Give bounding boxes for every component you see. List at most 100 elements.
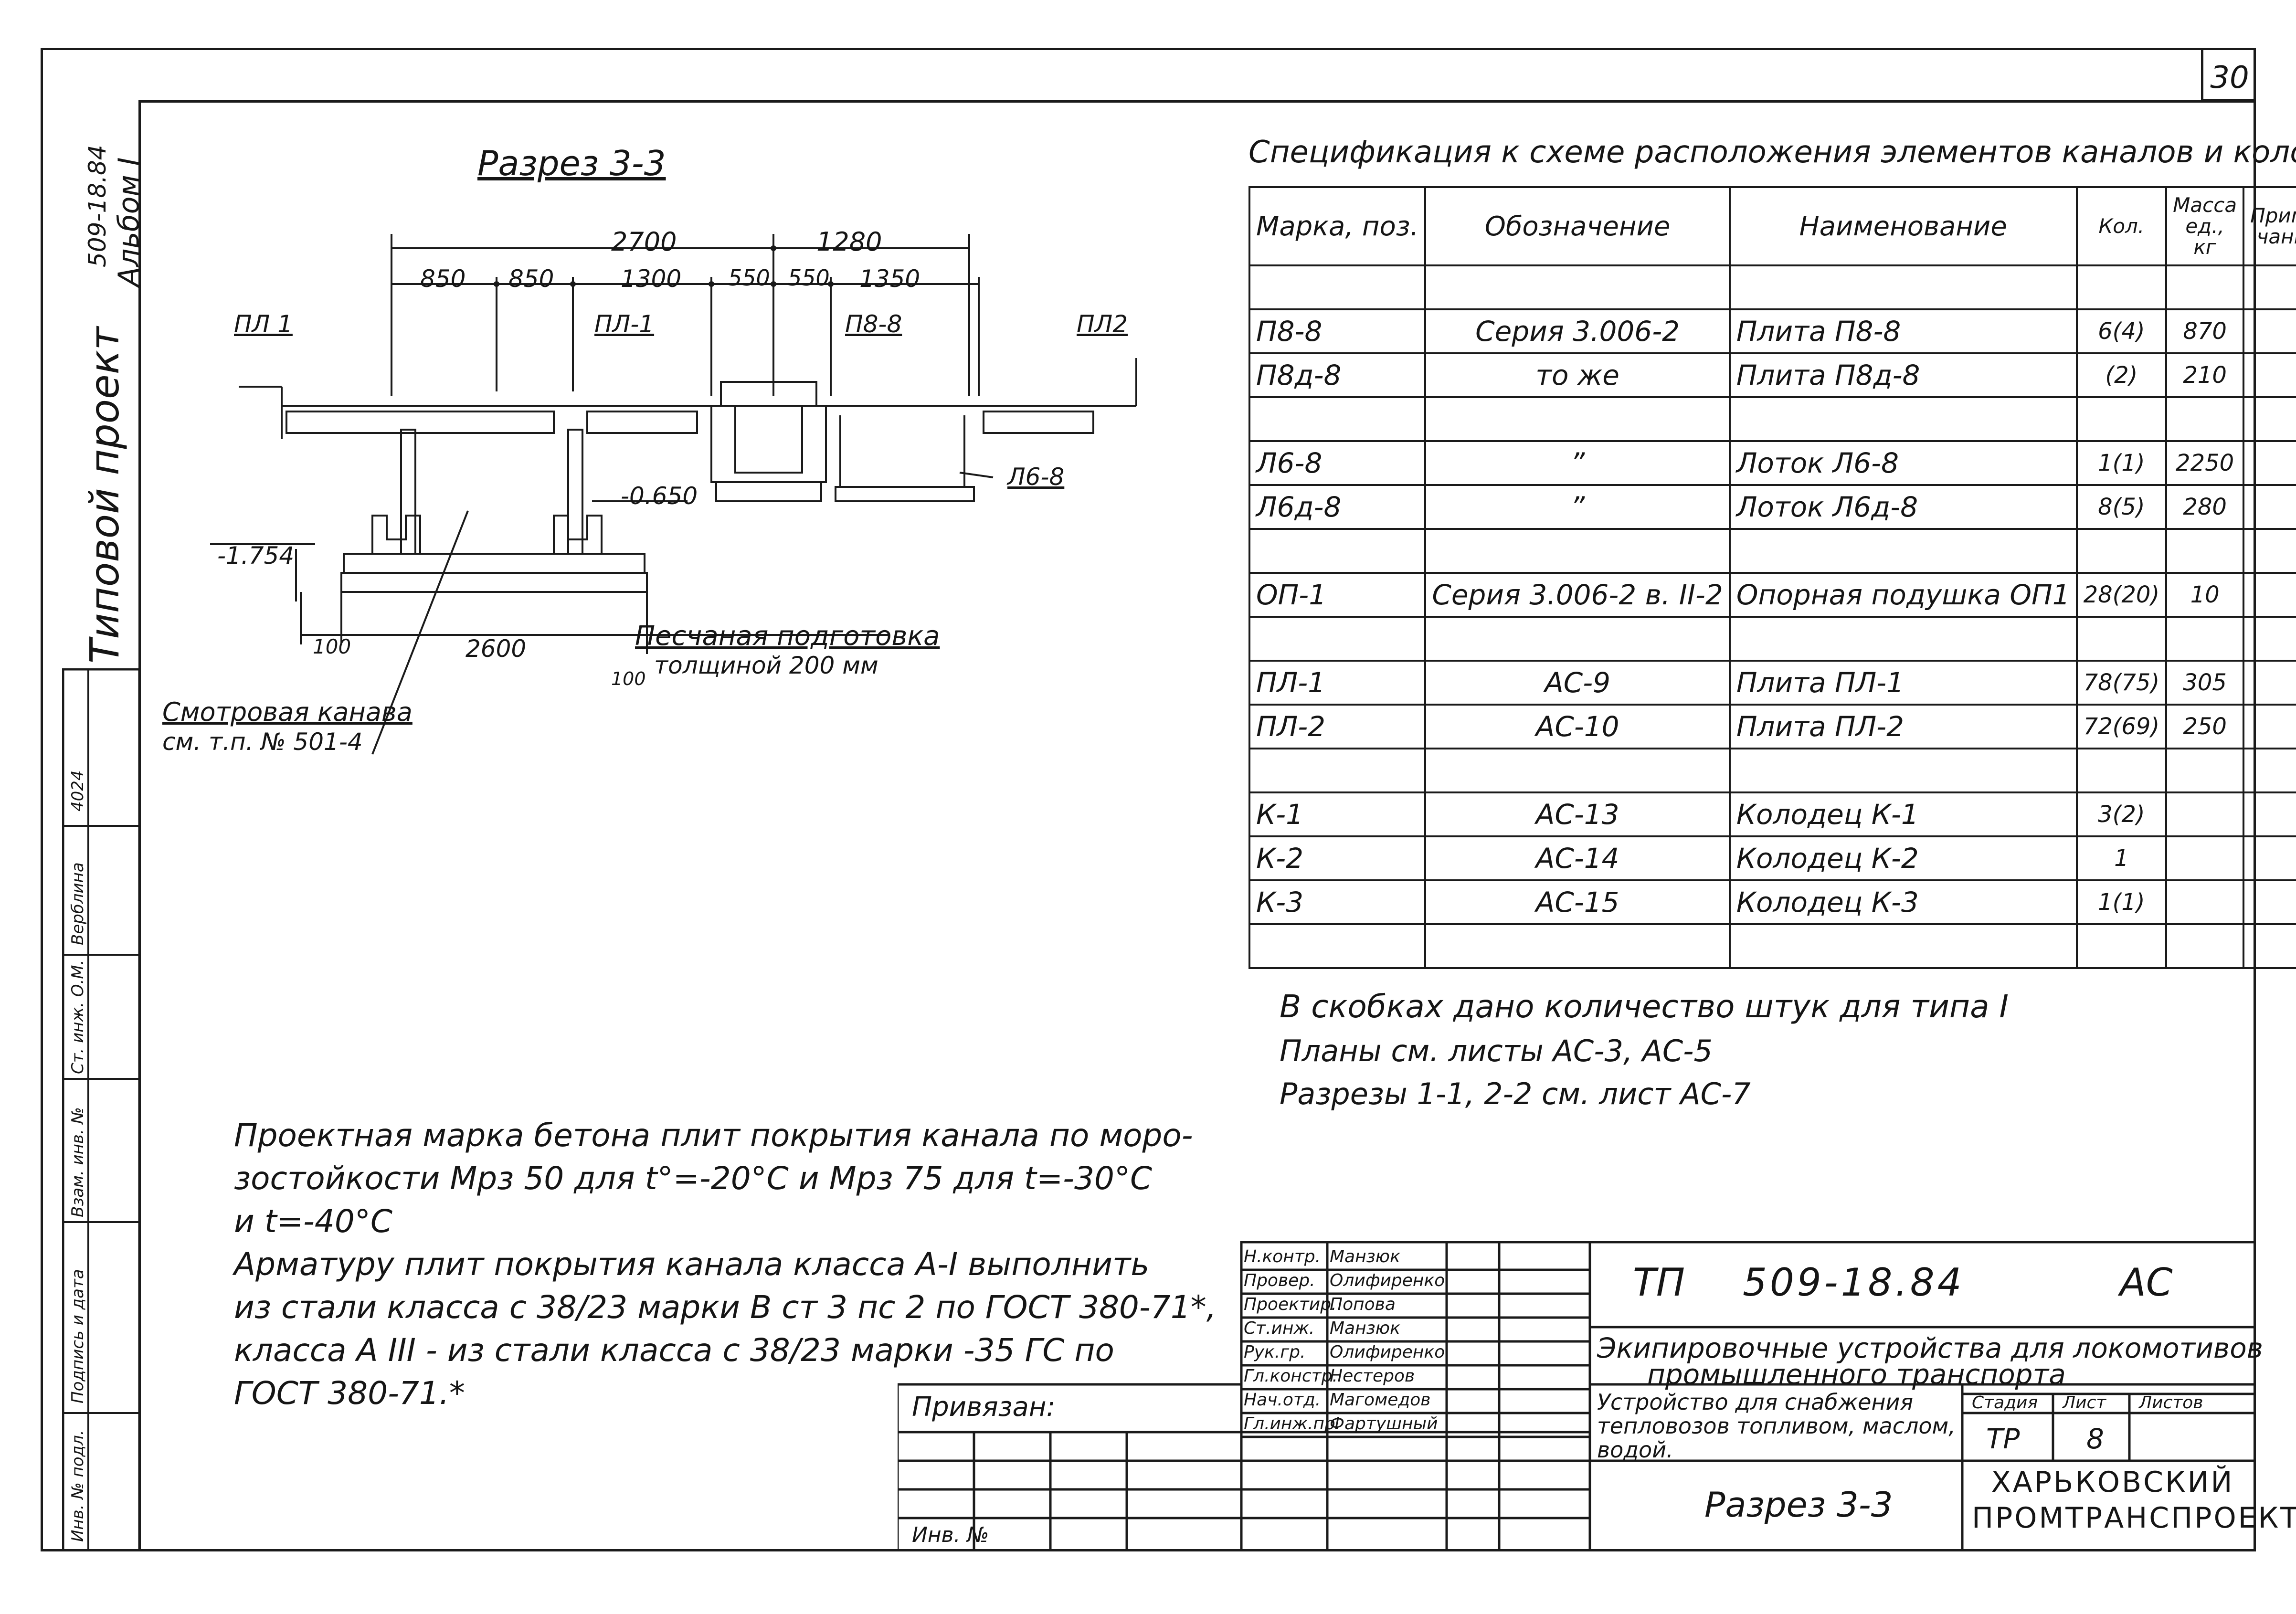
- spec-cell-mark: ПЛ-1: [1248, 660, 1427, 706]
- spec-cell-mark: Л6д-8: [1248, 484, 1427, 530]
- sheets-header: Листов: [2139, 1393, 2203, 1413]
- spec-row: [1248, 616, 2296, 662]
- spec-cell-designation: [1424, 616, 1731, 662]
- level-1754: -1.754: [217, 542, 295, 570]
- stage-header: Стадия: [1972, 1393, 2038, 1413]
- dim-1350: 1350: [859, 265, 921, 293]
- spec-row: [1248, 528, 2296, 574]
- spec-cell-designation: ”: [1424, 440, 1731, 486]
- page-number: 30: [2210, 60, 2249, 95]
- section-drawing: [210, 234, 1137, 755]
- spec-cell-mass: [2165, 748, 2245, 793]
- spec-cell-qty: [2075, 264, 2168, 310]
- stamp-engineer-label: Ст. инж. О.М.: [68, 960, 87, 1074]
- spec-cell-mark: [1248, 748, 1427, 793]
- spec-cell-qty: [2075, 923, 2168, 969]
- spec-cell-mark: [1248, 923, 1427, 969]
- sheet-header: Лист: [2063, 1393, 2106, 1413]
- spec-title: Спецификация к схеме расположения элемен…: [1249, 135, 2296, 170]
- dim-top-1280: 1280: [816, 227, 882, 257]
- object-title-line2: промышленного транспорта: [1647, 1358, 2066, 1391]
- title-block-role: Гл.инж.пр.: [1244, 1414, 1341, 1434]
- spec-cell-qty: 1(1): [2075, 879, 2168, 925]
- dim-bottom-100-right: 100: [611, 668, 646, 689]
- spec-cell-qty: [2075, 528, 2168, 574]
- spec-cell-mass: [2165, 879, 2245, 925]
- spec-cell-name: Колодец К-2: [1728, 835, 2078, 881]
- rebar-note-line2: из стали класса с 38/23 марки В ст 3 пс …: [234, 1289, 1217, 1326]
- spec-cell-note: [2243, 879, 2296, 925]
- concrete-note-line2: зостойкости Мрз 50 для t°=-20°С и Мрз 75…: [234, 1160, 1153, 1197]
- spec-cell-note: [2243, 352, 2296, 398]
- spec-cell-qty: 6(4): [2075, 308, 2168, 354]
- spec-cell-note: [2243, 748, 2296, 793]
- spec-cell-mark: К-2: [1248, 835, 1427, 881]
- spec-cell-designation: [1424, 923, 1731, 969]
- note-plans: Планы см. листы АС-3, АС-5: [1280, 1034, 1713, 1068]
- label-l6-8: Л6-8: [1007, 463, 1065, 491]
- stamp-inv-label: Инв. № подл.: [68, 1430, 87, 1542]
- spec-cell-mark: ПЛ-2: [1248, 704, 1427, 749]
- level-0650: -0.650: [621, 482, 698, 510]
- spec-cell-name: [1728, 616, 2078, 662]
- spec-header-note: Приме-чание: [2243, 186, 2296, 266]
- title-block-role: Н.контр.: [1244, 1247, 1321, 1266]
- title-block-role: Гл.констр.: [1244, 1366, 1338, 1386]
- spec-header-row: Марка, поз. Обозначение Наименование Кол…: [1248, 186, 2296, 266]
- label-pl-1: ПЛ-1: [594, 310, 655, 338]
- spec-cell-qty: 1: [2075, 835, 2168, 881]
- stamp-sign-label: Подпись и дата: [68, 1269, 87, 1403]
- spec-cell-mass: 305: [2165, 660, 2245, 706]
- title-block-person: Нестеров: [1330, 1366, 1415, 1386]
- spec-row: [1248, 748, 2296, 793]
- dim-bottom-2600: 2600: [466, 635, 527, 663]
- title-block-role: Проектир.: [1244, 1295, 1337, 1314]
- spec-cell-name: Плита П8-8: [1728, 308, 2078, 354]
- dim-550-b: 550: [788, 265, 830, 291]
- spec-cell-note: [2243, 528, 2296, 574]
- spec-cell-designation: АС-15: [1424, 879, 1731, 925]
- rebar-note-line1: Арматуру плит покрытия канала класса А-I…: [234, 1246, 1150, 1283]
- section-title: Разрез 3-3: [477, 143, 666, 183]
- title-block-person: Олифиренко: [1330, 1342, 1445, 1362]
- doc-code-prefix: ТП: [1633, 1260, 1685, 1305]
- dim-850-a: 850: [420, 265, 466, 293]
- project-title: Типовой проект: [81, 327, 128, 664]
- label-p8-8: П8-8: [845, 310, 902, 338]
- note-brackets: В скобках дано количество штук для типа …: [1280, 988, 2009, 1025]
- dim-850-b: 850: [508, 265, 554, 293]
- spec-cell-mass: [2165, 396, 2245, 442]
- title-block-role: Провер.: [1244, 1271, 1315, 1290]
- org-name-line1: ХАРЬКОВСКИЙ: [1991, 1466, 2234, 1499]
- label-pl1-left: ПЛ 1: [234, 310, 293, 338]
- spec-cell-note: [2243, 616, 2296, 662]
- spec-row: [1248, 923, 2296, 969]
- label-pl2: ПЛ2: [1077, 310, 1128, 338]
- spec-cell-mass: [2165, 835, 2245, 881]
- spec-cell-note: [2243, 923, 2296, 969]
- spec-cell-qty: 72(69): [2075, 704, 2168, 749]
- stamp-checker-label: Верблина: [68, 862, 87, 945]
- stage-value: ТР: [1986, 1423, 2020, 1455]
- spec-cell-mark: П8-8: [1248, 308, 1427, 354]
- dim-1300: 1300: [621, 265, 682, 293]
- spec-cell-qty: 78(75): [2075, 660, 2168, 706]
- spec-cell-note: [2243, 396, 2296, 442]
- spec-cell-qty: [2075, 616, 2168, 662]
- title-block-role: Ст.инж.: [1244, 1319, 1315, 1338]
- spec-cell-qty: [2075, 748, 2168, 793]
- spec-cell-name: Лоток Л6д-8: [1728, 484, 2078, 530]
- spec-cell-mark: [1248, 616, 1427, 662]
- spec-cell-name: Плита ПЛ-1: [1728, 660, 2078, 706]
- rebar-note-line3: класса А III - из стали класса с 38/23 м…: [234, 1332, 1114, 1369]
- spec-cell-mark: К-1: [1248, 791, 1427, 837]
